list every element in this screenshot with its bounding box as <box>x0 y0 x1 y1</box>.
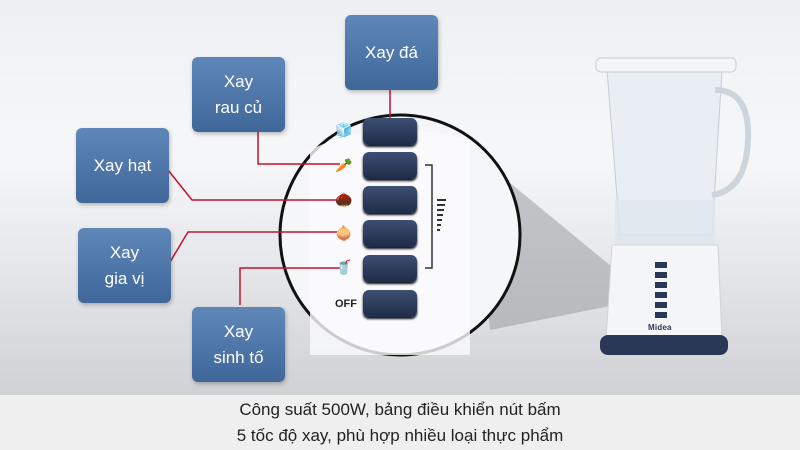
label-ice: Xay đá <box>345 15 438 90</box>
speed-5-button[interactable] <box>363 152 417 179</box>
leader-lines <box>167 90 391 305</box>
spice-icon: 🧅 <box>335 225 353 241</box>
label-smoothie: Xay sinh tố <box>192 307 285 382</box>
smoothie-icon: 🥤 <box>335 259 353 275</box>
caption-line-1: Công suất 500W, bảng điều khiển nút bấm <box>239 400 561 419</box>
ice-icon: 🧊 <box>335 122 353 138</box>
label-spices: Xay gia vị <box>78 228 171 303</box>
caption-line-2: 5 tốc độ xay, phù hợp nhiều loại thực ph… <box>236 426 564 445</box>
ice-crush-button[interactable] <box>363 118 417 145</box>
off-label: OFF <box>335 298 357 310</box>
off-button[interactable] <box>363 290 417 317</box>
speed-scale-icon <box>437 199 446 231</box>
speed-4-button[interactable] <box>363 186 417 213</box>
caption: Công suất 500W, bảng điều khiển nút bấm … <box>0 395 800 450</box>
brand-logo-text: Midea <box>648 323 672 332</box>
vegetable-icon: 🥕 <box>335 157 353 173</box>
label-vegetables: Xay rau củ <box>192 57 285 132</box>
blender-image <box>595 57 752 355</box>
label-nuts: Xay hạt <box>76 128 169 203</box>
nuts-icon: 🌰 <box>335 191 353 207</box>
speed-bracket <box>425 164 433 269</box>
speed-2-button[interactable] <box>363 255 417 282</box>
speed-3-button[interactable] <box>363 220 417 247</box>
